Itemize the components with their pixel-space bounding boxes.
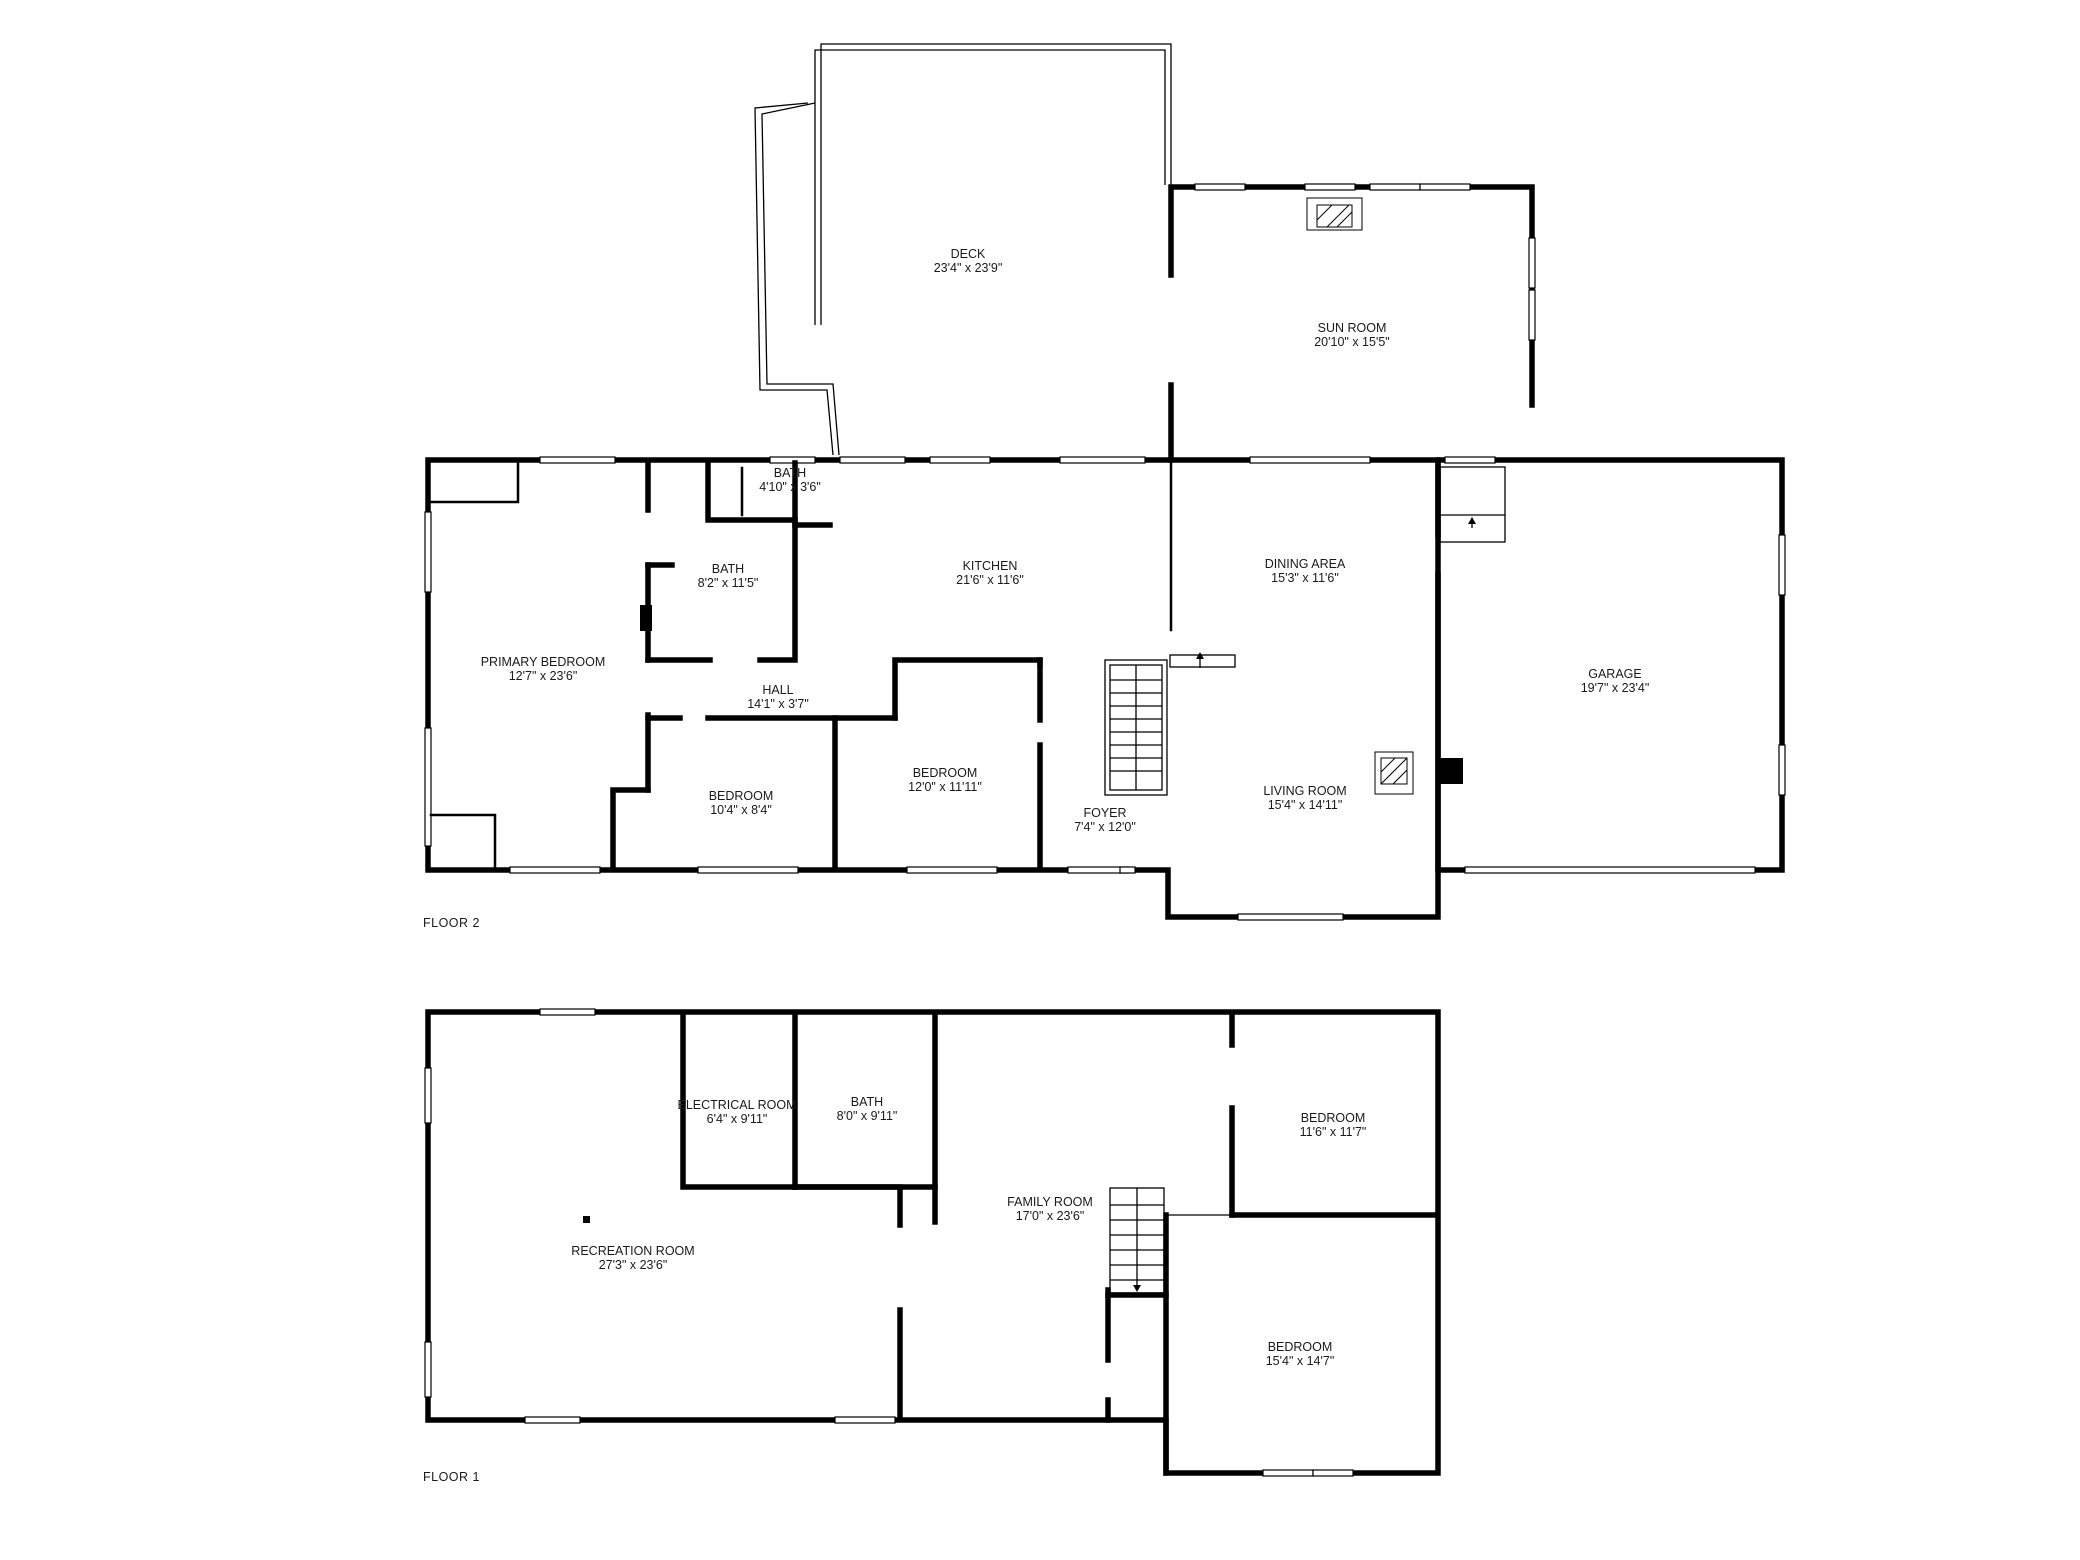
bath-lower-dimensions: 8'0" x 9'11": [837, 1109, 898, 1123]
deck-outline: [754, 43, 1172, 456]
stairs-floor-1: [1109, 1187, 1165, 1294]
bedroom-d-name: BEDROOM: [1268, 1340, 1333, 1354]
deck-name: DECK: [951, 247, 986, 261]
electrical-room-dimensions: 6'4" x 9'11": [707, 1112, 768, 1126]
recreation-room-dimensions: 27'3" x 23'6": [599, 1258, 668, 1272]
family-room-name: FAMILY ROOM: [1007, 1195, 1093, 1209]
garage-name: GARAGE: [1588, 667, 1642, 681]
kitchen-name: KITCHEN: [963, 559, 1018, 573]
primary-bedroom-name: PRIMARY BEDROOM: [481, 655, 606, 669]
electrical-room-name: ELECTRICAL ROOM: [677, 1098, 796, 1112]
floor-1-plan: ELECTRICAL ROOM 6'4" x 9'11" BATH 8'0" x…: [423, 1008, 1441, 1484]
bedroom-c-dimensions: 11'6" x 11'7": [1300, 1125, 1367, 1139]
primary-bedroom-dimensions: 12'7" x 23'6": [509, 669, 578, 683]
foyer-name: FOYER: [1083, 806, 1126, 820]
bath-small-name: BATH: [774, 466, 806, 480]
bath-upper-name: BATH: [712, 562, 744, 576]
dining-area-dimensions: 15'3" x 11'6": [1271, 571, 1339, 585]
dining-area-name: DINING AREA: [1265, 557, 1346, 571]
living-room-dimensions: 15'4" x 14'11": [1268, 798, 1343, 812]
garage-dimensions: 19'7" x 23'4": [1581, 681, 1650, 695]
living-fireplace: [1374, 751, 1414, 795]
living-room-name: LIVING ROOM: [1263, 784, 1346, 798]
hall-dimensions: 14'1" x 3'7": [747, 697, 809, 711]
recreation-room-name: RECREATION ROOM: [571, 1244, 694, 1258]
sun-room-walls: [1168, 183, 1536, 463]
deck-dimensions: 23'4" x 23'9": [934, 261, 1003, 275]
floor-2-windows: [424, 456, 1786, 921]
hall-name: HALL: [762, 683, 793, 697]
bedroom-a-dimensions: 10'4" x 8'4": [710, 803, 772, 817]
foyer-dimensions: 7'4" x 12'0": [1074, 820, 1136, 834]
column-marker: [583, 1216, 590, 1223]
floor-1-interior-walls: [680, 1012, 1438, 1476]
bath-upper-dimensions: 8'2" x 11'5": [698, 576, 759, 590]
bath-lower-name: BATH: [851, 1095, 883, 1109]
sun-room-dimensions: 20'10" x 15'5": [1314, 335, 1390, 349]
bath-small-dimensions: 4'10" x 3'6": [759, 480, 821, 494]
sun-room-name: SUN ROOM: [1318, 321, 1387, 335]
floor-2-plan: DECK 23'4" x 23'9" SUN ROOM 20'10" x 15'…: [423, 43, 1786, 930]
bedroom-d-dimensions: 15'4" x 14'7": [1266, 1354, 1335, 1368]
floor-1-label: FLOOR 1: [423, 1470, 480, 1484]
bedroom-c-name: BEDROOM: [1301, 1111, 1366, 1125]
family-room-dimensions: 17'0" x 23'6": [1016, 1209, 1085, 1223]
bedroom-b-dimensions: 12'0" x 11'11": [908, 780, 982, 794]
stairs-floor-2: [1104, 652, 1236, 796]
bedroom-b-name: BEDROOM: [913, 766, 978, 780]
floor-1-windows: [424, 1008, 1354, 1477]
floor-2-interior-walls: [429, 460, 1506, 870]
bedroom-a-name: BEDROOM: [709, 789, 774, 803]
floor-2-label: FLOOR 2: [423, 916, 480, 930]
kitchen-dimensions: 21'6" x 11'6": [956, 573, 1024, 587]
